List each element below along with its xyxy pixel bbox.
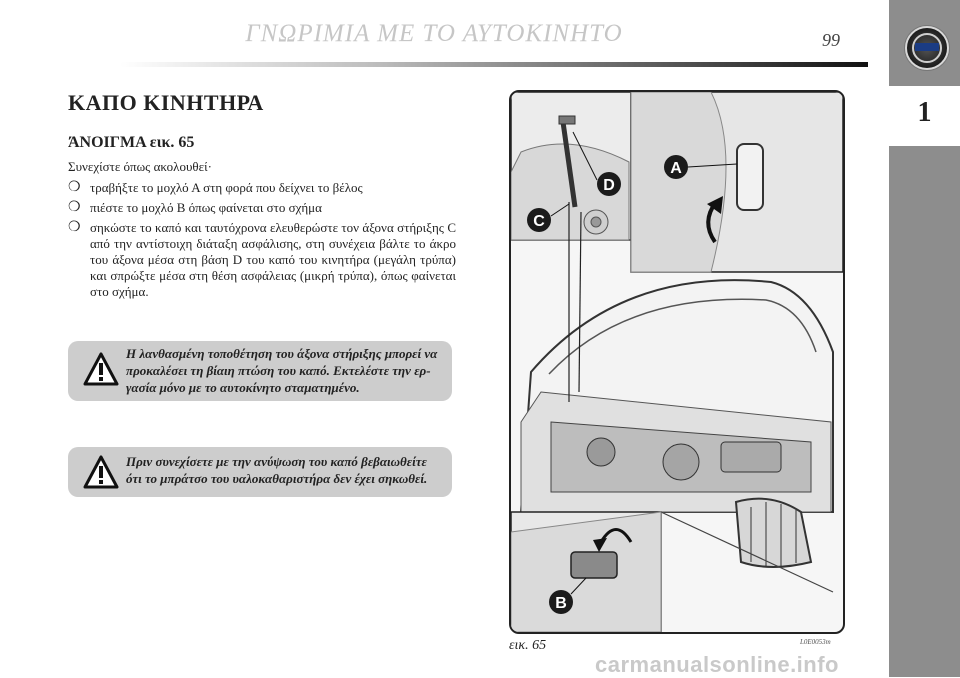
hood-catch-lever-b [570,551,618,579]
bullet-icon: ❍ [68,180,81,195]
figure-caption: εικ. 65 [509,638,547,653]
intro-text: Συνεχίστε όπως ακολουθεί· [68,159,212,174]
label-d: D [603,177,615,194]
engine-hood-illustration: A B C D [511,92,843,632]
label-a-marker: A [664,155,688,179]
running-header-title: ΓΝΩΡΙΜΙΑ ΜΕ ΤΟ ΑΥΤΟΚΙΝΗΤΟ [245,20,623,47]
step-item: ❍ τραβήξτε το μοχλό Α στη φορά που δείχνε… [68,180,456,196]
section-title: ΚΑΠΟ ΚΙΝΗΤΗΡΑ [68,90,264,115]
chapter-number: 1 [917,97,932,128]
step-item: ❍ πιέστε το μοχλό Β όπως φαίνεται στο σχή… [68,200,456,216]
label-a: A [670,160,682,177]
lancia-logo-icon [905,26,949,70]
figure-illustration: A B C D [509,90,845,634]
label-c-marker: C [527,208,551,232]
step-item: ❍ σηκώστε το καπό και ταυτόχρονα ελευθερώ… [68,220,456,300]
warning-text: Η λανθασμένη τοποθέτηση του άξονα στήριξ… [126,346,438,395]
warning-box: Η λανθασμένη τοποθέτηση του άξονα στήριξ… [68,341,452,401]
label-b: B [555,595,567,612]
label-d-marker: D [597,172,621,196]
logo-ring [912,33,942,63]
bullet-icon: ❍ [68,220,81,235]
warning-triangle-icon [83,352,119,386]
push-arrow-icon [599,528,633,543]
watermark: carmanualsonline.info [595,652,839,677]
lancia-grille [734,497,813,568]
warning-box: Πριν συνεχίσετε με την ανύψωση του καπό … [68,447,452,497]
warning-text: Πριν συνεχίσετε με την ανύψωση του καπό … [126,454,428,486]
page-number: 99 [822,30,840,50]
logo-bar [915,43,939,51]
label-b-marker: B [549,590,573,614]
warning-triangle-icon [83,455,119,489]
step-text: τραβήξτε το μοχλό Α στη φορά που δείχνει… [90,180,363,195]
step-text: σηκώστε το καπό και ταυτόχρονα ελευθερώσ… [90,220,456,299]
steps-list: ❍ τραβήξτε το μοχλό Α στη φορά που δείχνε… [68,180,456,304]
bullet-icon: ❍ [68,200,81,215]
chapter-tab [889,86,960,146]
header-rule [120,62,868,67]
subsection-title: ΆΝΟΙΓΜΑ εικ. 65 [68,134,195,151]
figure-code: L0E0053m [800,638,831,646]
release-lever-a [736,143,764,211]
label-c: C [533,213,545,230]
step-text: πιέστε το μοχλό Β όπως φαίνεται στο σχήμ… [90,200,322,215]
hood-strut-c [560,121,578,208]
